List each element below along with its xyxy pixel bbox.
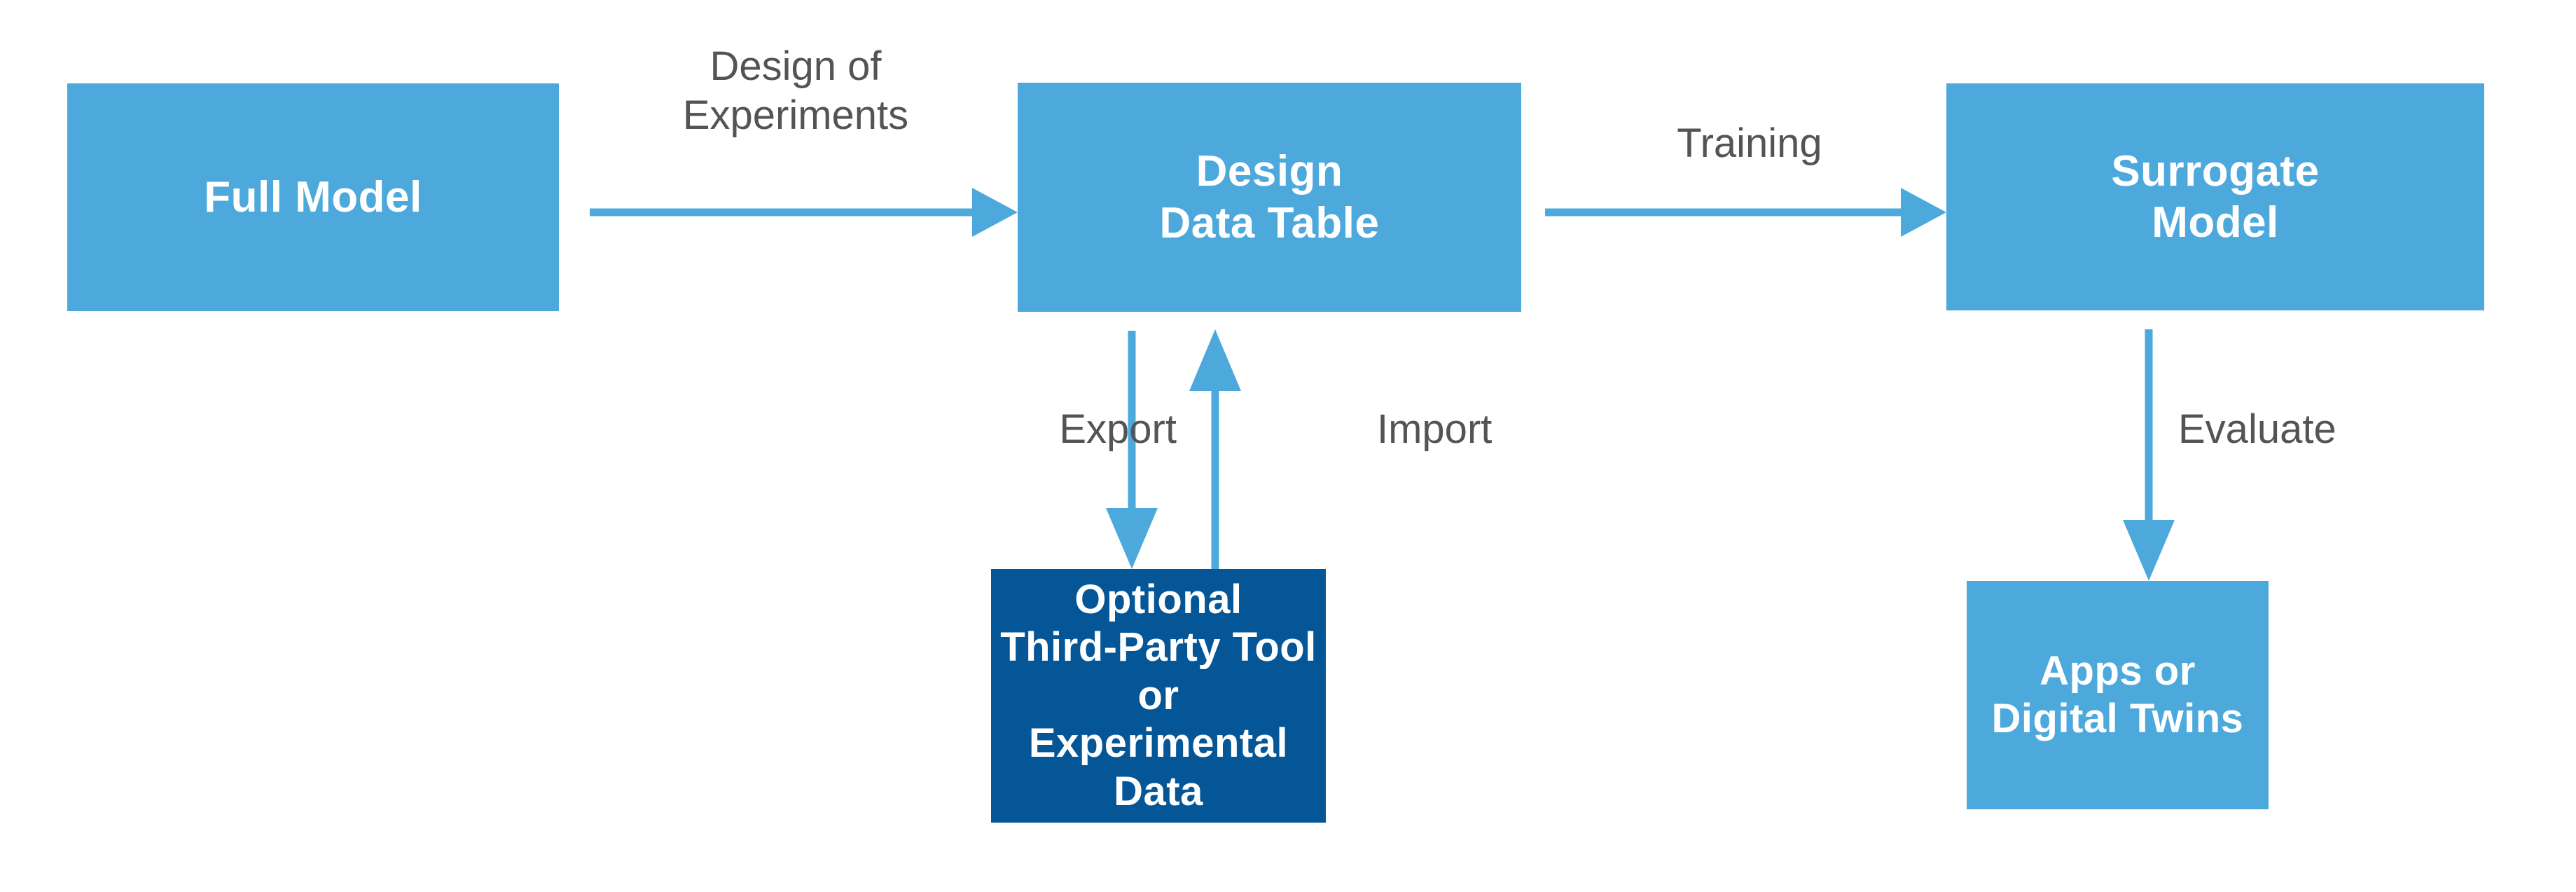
node-apps-or-digital-twins-label: Apps or Digital Twins: [1991, 647, 2244, 741]
node-full-model[interactable]: Full Model: [67, 83, 559, 311]
node-surrogate-model-label: Surrogate Model: [2111, 146, 2320, 247]
node-surrogate-model[interactable]: Surrogate Model: [1946, 83, 2484, 310]
edge-label-import: Import: [1377, 406, 1493, 452]
arrow-training: [1545, 188, 1946, 237]
arrow-import: [1189, 329, 1241, 569]
edge-label-training: Training: [1677, 121, 1822, 166]
arrow-evaluate: [2123, 329, 2175, 581]
edge-label-design-of-experiments: Design of Experiments: [682, 43, 909, 138]
node-optional-third-party-tool-label: Optional Third-Party Tool or Experimenta…: [1000, 576, 1317, 814]
node-full-model-label: Full Model: [204, 172, 422, 221]
edge-label-evaluate: Evaluate: [2178, 406, 2336, 452]
edge-label-export: Export: [1059, 406, 1177, 452]
node-optional-third-party-tool[interactable]: Optional Third-Party Tool or Experimenta…: [991, 569, 1326, 823]
arrow-design-of-experiments: [590, 188, 1018, 237]
node-design-data-table-label: Design Data Table: [1159, 147, 1380, 247]
node-apps-or-digital-twins[interactable]: Apps or Digital Twins: [1967, 581, 2269, 809]
node-design-data-table[interactable]: Design Data Table: [1018, 83, 1521, 312]
